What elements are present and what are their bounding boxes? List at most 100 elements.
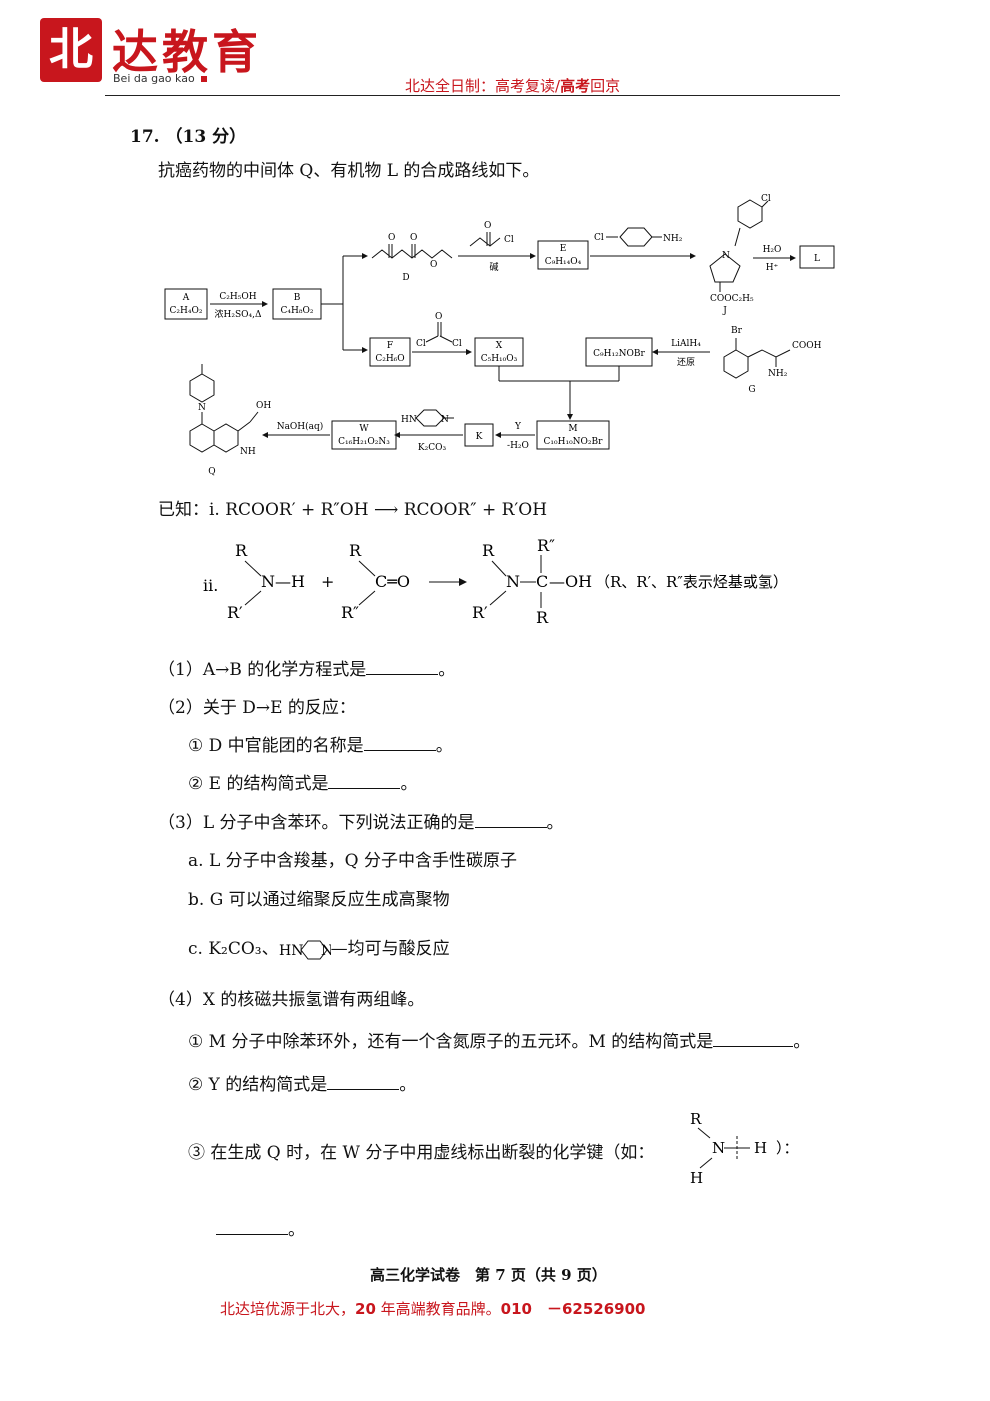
svg-text:C═O: C═O (375, 572, 410, 591)
option-b: b. G 可以通过缩聚反应生成高聚物 (188, 890, 450, 910)
svg-text:—OH: —OH (549, 572, 592, 591)
formula-F: C₂H₆O (375, 354, 404, 364)
label-Q: Q (208, 467, 215, 477)
logo-icon: 北 (40, 18, 102, 82)
svg-text:N: N (321, 943, 331, 959)
svg-text:HN: HN (401, 415, 417, 425)
part-2b: ② E 的结构简式是。 (188, 774, 418, 794)
answer-blank[interactable] (366, 660, 439, 675)
reagent-g-bottom: 还原 (677, 356, 695, 368)
part-4c: ③ 在生成 Q 时，在 W 分子中用虚线标出断裂的化学键（如： (188, 1143, 655, 1163)
svg-text:R′: R′ (227, 603, 243, 622)
svg-text:R: R (536, 608, 549, 627)
part-4b: ② Y 的结构简式是。 (188, 1075, 417, 1095)
formula-A: C₂H₄O₂ (170, 306, 203, 316)
formula-B: C₄H₈O₂ (281, 306, 314, 316)
svg-text:R: R (690, 1110, 702, 1128)
svg-text:HN: HN (279, 943, 303, 959)
label-E: E (560, 244, 567, 254)
formula-G-reduced: C₉H₁₂NOBr (593, 349, 645, 359)
svg-text:Cl: Cl (761, 194, 771, 204)
svg-text:N: N (712, 1139, 725, 1157)
reagent-mk-bottom: -H₂O (507, 441, 529, 451)
svg-text:O: O (410, 233, 417, 243)
part-2a: ① D 中官能团的名称是。 (188, 736, 453, 756)
part-4: （4）X 的核磁共振氢谱有两组峰。 (158, 990, 425, 1010)
svg-text:Br: Br (731, 326, 743, 336)
answer-blank[interactable] (363, 736, 436, 751)
label-L: L (814, 254, 820, 264)
box-K (464, 423, 494, 447)
answer-blank[interactable] (216, 1220, 288, 1235)
question-number: 17. （13 分） (130, 127, 247, 147)
svg-text:Cl: Cl (416, 339, 426, 349)
svg-text:O: O (388, 233, 395, 243)
svg-text:R: R (235, 541, 248, 560)
svg-text:（R、R′、R″表示烃基或氢）: （R、R′、R″表示烃基或氢） (595, 573, 788, 591)
box-M (536, 420, 610, 450)
svg-text:N: N (722, 251, 730, 261)
reagent-jl-bottom: H⁺ (766, 263, 779, 273)
svg-text:ii.: ii. (203, 576, 218, 595)
example-bond-icon: R N H H ）： (690, 1110, 790, 1187)
part-1: （1）A→B 的化学方程式是。 (158, 660, 456, 680)
structure-G-ring (723, 349, 749, 379)
svg-text:COOC₂H₅: COOC₂H₅ (710, 294, 754, 304)
known-ii-scheme: ii. R N—H R′ + R C═O R″ R N R′ C R″ R —O… (203, 536, 788, 627)
piperazine-icon: RHNN (279, 940, 333, 959)
structure-Q-ring (213, 423, 239, 453)
reagent-mk-top: Y (514, 422, 522, 432)
formula-X: C₅H₁₀O₃ (481, 354, 518, 364)
known-i: 已知：i. RCOOR′ + R″OH ⟶ RCOOR″ + R′OH (158, 500, 548, 520)
svg-text:R′: R′ (472, 603, 488, 622)
svg-text:Cl: Cl (452, 339, 462, 349)
header-divider (105, 95, 840, 96)
box-F (369, 337, 411, 367)
svg-text:NH: NH (240, 447, 256, 457)
svg-text:R″: R″ (341, 603, 359, 622)
svg-text:R: R (482, 541, 495, 560)
page-footer: 高三化学试卷 第 7 页（共 9 页） (370, 1266, 607, 1284)
option-c: c. K₂CO₃、RHNN—均可与酸反应 (188, 934, 450, 965)
box-L (799, 245, 835, 269)
logo-title: 达教育 (112, 25, 262, 79)
header-slogan: 北达全日制：高考复读/高考回京 (405, 77, 621, 95)
label-K: K (476, 432, 483, 442)
svg-text:Cl: Cl (504, 235, 514, 245)
reagent-ab-bottom: 浓H₂SO₄,Δ (215, 309, 262, 320)
svg-text:N: N (441, 415, 449, 425)
label-G: G (748, 385, 755, 395)
part-4c-answer: 。 (216, 1215, 305, 1240)
answer-blank[interactable] (328, 774, 401, 789)
svg-text:COOH: COOH (792, 341, 822, 351)
box-W (331, 420, 397, 450)
svg-text:C: C (536, 572, 548, 591)
part-3: （3）L 分子中含苯环。下列说法正确的是。 (158, 813, 564, 833)
part-2: （2）关于 D→E 的反应： (158, 698, 356, 718)
svg-text:R: R (349, 541, 362, 560)
svg-text:H: H (754, 1139, 767, 1157)
label-A: A (182, 293, 190, 303)
answer-blank[interactable] (474, 813, 547, 828)
formula-W: C₁₆H₂₁O₂N₃ (338, 437, 390, 447)
reagent-wq-top: NaOH(aq) (277, 421, 324, 432)
reagent-kw-bottom: K₂CO₃ (418, 443, 447, 453)
structure-J-ring (737, 199, 763, 229)
svg-text:N—H: N—H (261, 572, 305, 591)
svg-text:+: + (321, 572, 334, 591)
label-J: J (722, 306, 727, 316)
svg-text:N: N (198, 403, 206, 413)
answer-blank[interactable] (713, 1032, 794, 1047)
svg-text:N: N (506, 572, 520, 591)
box-A (164, 288, 208, 320)
part-4a: ① M 分子中除苯环外，还有一个含氮原子的五元环。M 的结构简式是。 (188, 1032, 811, 1052)
svg-text:O: O (435, 312, 442, 322)
label-W: W (359, 424, 369, 434)
svg-text:）：: ）： (776, 1139, 790, 1157)
label-D: D (402, 273, 409, 283)
answer-blank[interactable] (327, 1075, 400, 1090)
svg-text:Cl: Cl (594, 233, 604, 243)
label-B: B (294, 293, 301, 303)
svg-text:O: O (430, 260, 437, 270)
svg-text:NH₂: NH₂ (663, 234, 683, 244)
